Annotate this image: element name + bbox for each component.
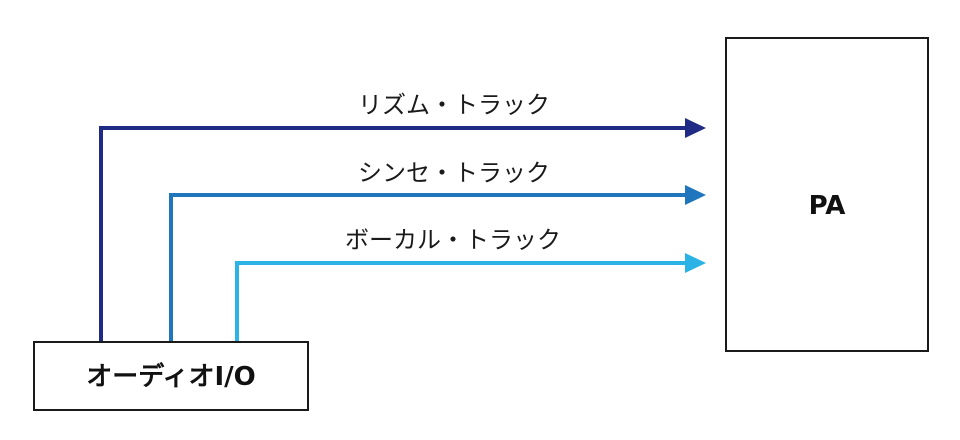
track-synth: シンセ・トラック: [169, 159, 706, 342]
track-synth-arrowhead: [685, 185, 706, 205]
audio-io-node: オーディオI/O: [33, 341, 309, 411]
audio-io-box: [33, 341, 309, 411]
track-vocal-arrowhead: [685, 253, 706, 273]
track-rhythm-label: リズム・トラック: [358, 91, 550, 119]
track-synth-line: [169, 193, 690, 342]
track-rhythm-line: [99, 126, 690, 342]
track-vocal-line: [235, 261, 690, 342]
audio-io-label: オーディオI/O: [86, 361, 255, 392]
track-vocal: ボーカル・トラック: [235, 226, 706, 342]
track-synth-label: シンセ・トラック: [358, 159, 550, 187]
track-rhythm: リズム・トラック: [99, 91, 706, 342]
pa-label: PA: [809, 191, 846, 221]
track-rhythm-arrowhead: [685, 118, 706, 138]
pa-node: PA: [725, 37, 929, 352]
pa-box: [725, 37, 929, 352]
track-vocal-label: ボーカル・トラック: [345, 226, 561, 254]
